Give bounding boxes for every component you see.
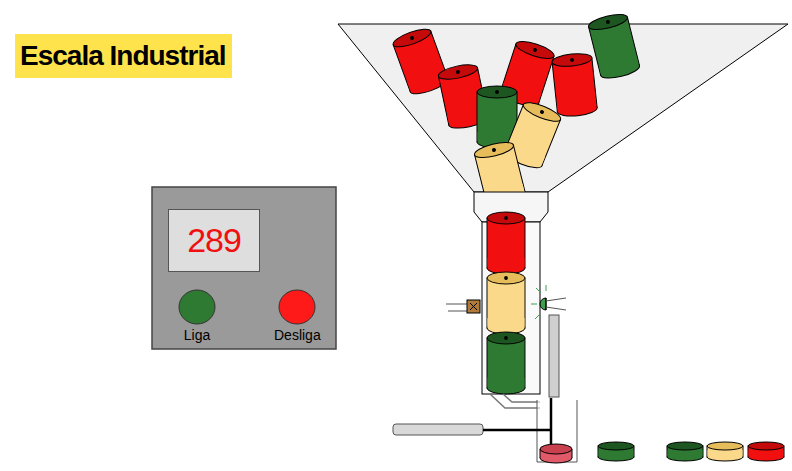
drawing-part [487,212,525,274]
tube-parts [487,212,525,394]
drawing-part [540,444,572,454]
horizontal-pusher [393,424,551,435]
drawing-part [540,449,541,458]
emitter-sensor [446,300,480,313]
drawing-part [536,288,541,293]
button-circle [279,290,315,324]
button-label: Liga [184,327,210,343]
drawing-part [467,300,480,313]
drawing-part [668,450,703,457]
drawing-part [599,450,634,457]
drawing-part [546,298,566,301]
drawing-part [707,442,743,450]
drawing-part [598,442,634,450]
drawing-part [470,303,477,310]
drawing-part [546,307,566,310]
display-value: 289 [187,221,241,260]
button-label: Desliga [274,327,321,343]
drawing-part [448,311,468,312]
output-discs [598,442,784,461]
drawing-part [487,332,525,394]
chute [503,394,540,402]
drawing-part [748,442,784,450]
drawing-part [572,449,573,458]
drawing-part [749,450,784,457]
drawing-part [535,314,540,319]
drawing-part [550,398,553,448]
hopper-funnel [338,24,788,192]
drawing-part [587,11,641,81]
drawing-part [540,298,546,310]
button-face [178,288,216,326]
drawing-part [531,304,537,305]
title-band: Escala Industrial [15,34,232,78]
button-circle [179,290,215,324]
drawing-part [708,450,743,457]
drawing-part [551,52,597,118]
drawing-part [546,298,547,310]
push-button: Desliga [274,288,321,343]
vertical-piston [549,315,559,397]
drawing-part [707,442,743,461]
control-panel [152,187,336,349]
push-button: Liga [178,288,216,343]
receiver-led [531,285,566,319]
drawing-part [667,442,703,450]
drawing-part [546,285,547,291]
display-screen: 289 [168,209,260,272]
button-face [278,288,316,326]
drawing-part [667,442,703,461]
drawing-part [487,272,525,334]
drawing-part [393,424,483,435]
drawing-part [483,429,551,432]
drawing-part [446,304,468,305]
title-text: Escala Industrial [20,40,226,71]
drawing-part [598,442,634,461]
drawing-part [470,303,477,310]
funnel-parts [391,11,641,209]
drawing-part [748,442,784,461]
chute [490,394,540,408]
